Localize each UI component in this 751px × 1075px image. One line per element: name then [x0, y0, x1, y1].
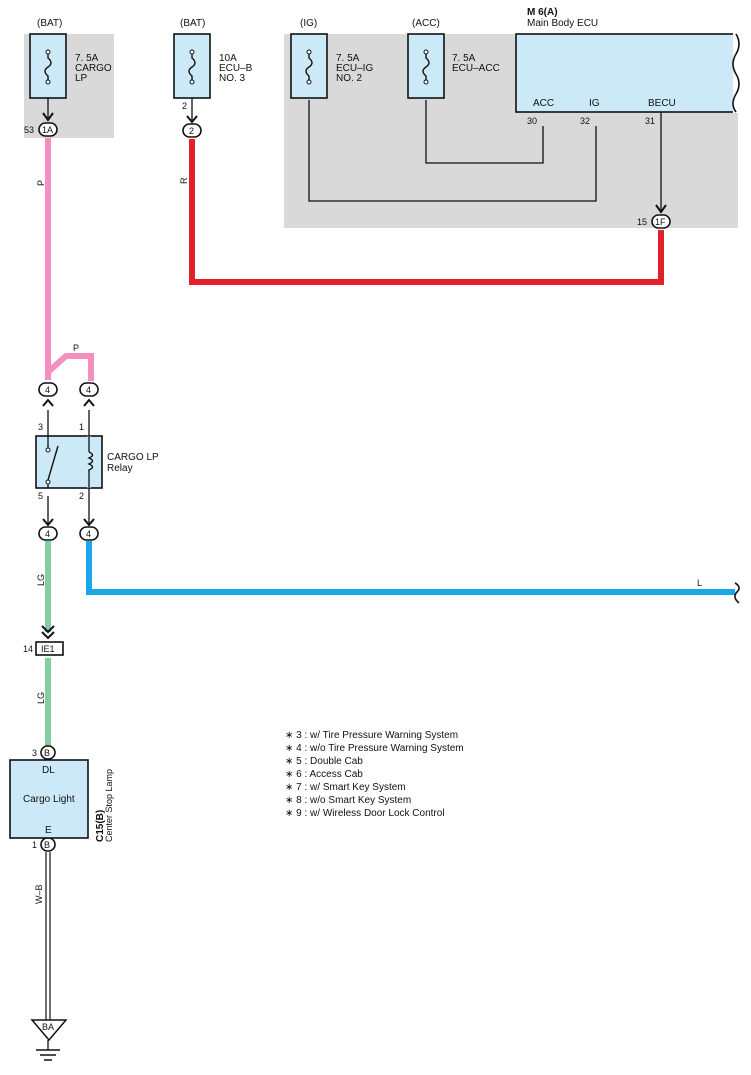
connector-1a: [38, 112, 58, 137]
wire-blue: [86, 541, 735, 595]
fuse-ecu-acc-source: (ACC): [412, 18, 440, 29]
connector-lamp-top-pin: 3: [32, 748, 37, 758]
relay-pin-5: 5: [38, 491, 43, 501]
cargo-light-description: Center Stop Lamp: [104, 769, 114, 842]
fuse-cargo-lp-label-3: LP: [75, 73, 88, 84]
fuse-cargo-lp-label-2: CARGO: [75, 63, 112, 74]
connector-relay-in-right-code: 4: [86, 385, 91, 395]
main-body-ecu-edge-mask: [733, 33, 743, 113]
connector-ie1: [35, 625, 64, 656]
main-body-ecu-box: [515, 33, 739, 113]
fuse-ecu-ig-label-3: NO. 2: [336, 73, 363, 84]
cargo-lp-relay: [35, 435, 103, 489]
wire-label-p-top: P: [36, 180, 46, 186]
cargo-light-terminal-dl: DL: [42, 765, 55, 776]
ecu-terminal-becu: BECU: [648, 98, 676, 109]
ground-code: BA: [42, 1022, 54, 1032]
wire-label-p-jumper: P: [73, 343, 79, 353]
wire-label-wb: W–B: [34, 884, 44, 904]
connector-relay-out-left-code: 4: [45, 529, 50, 539]
main-body-ecu-break: [732, 33, 740, 113]
connector-2-code: 2: [189, 126, 194, 136]
relay-pin-1: 1: [79, 422, 84, 432]
ground-symbol: [30, 1019, 68, 1061]
wire-ground: [45, 852, 51, 1020]
main-body-ecu-name: Main Body ECU: [527, 18, 598, 29]
cargo-light-box: [9, 759, 89, 839]
fuse-ecu-ig-label-2: ECU–IG: [336, 63, 373, 74]
fuse-ecu-b-source: (BAT): [180, 18, 205, 29]
connector-relay-out-right: [79, 518, 99, 541]
ecu-pin-32: 32: [580, 116, 590, 126]
connector-2-fuse-pin: 2: [182, 101, 187, 111]
ecu-pin-31: 31: [645, 116, 655, 126]
legend-item: ∗ 4 : w/o Tire Pressure Warning System: [285, 743, 464, 754]
fuse-ecu-acc-label-1: 7. 5A: [452, 53, 476, 64]
fuse-cargo-lp: [29, 33, 67, 99]
connector-lamp-bottom-pin: 1: [32, 840, 37, 850]
connector-relay-in-right: [79, 382, 99, 407]
fuse-ecu-b: [173, 33, 211, 99]
connector-ie1-code: IE1: [41, 644, 55, 654]
connector-lamp-top-code: B: [44, 748, 50, 758]
legend-item: ∗ 3 : w/ Tire Pressure Warning System: [285, 730, 458, 741]
fuse-ecu-b-label-3: NO. 3: [219, 73, 246, 84]
relay-pin-2: 2: [79, 491, 84, 501]
connector-relay-in-left-code: 4: [45, 385, 50, 395]
main-body-ecu-code: M 6(A): [527, 7, 558, 18]
cargo-light-code: C15(B): [95, 810, 106, 842]
connector-2: [182, 115, 202, 138]
legend-item: ∗ 8 : w/o Smart Key System: [285, 795, 411, 806]
legend-item: ∗ 6 : Access Cab: [285, 769, 363, 780]
connector-1f-code: 1F: [655, 217, 666, 227]
connector-lamp-top: [40, 745, 56, 760]
connector-relay-out-right-code: 4: [86, 529, 91, 539]
relay-pin-3: 3: [38, 422, 43, 432]
wire-break-symbol: [734, 582, 740, 604]
fuse-ecu-acc: [407, 33, 445, 99]
ecu-terminal-acc: ACC: [533, 98, 554, 109]
connector-relay-in-left: [38, 382, 58, 407]
wire-label-r: R: [179, 177, 189, 184]
relay-name-2: Relay: [107, 463, 133, 474]
ecu-pin-30: 30: [527, 116, 537, 126]
fuse-ecu-ig-source: (IG): [300, 18, 317, 29]
connector-1f-pin: 15: [637, 217, 647, 227]
wire-label-l: L: [697, 578, 702, 588]
connector-1f: [651, 204, 671, 229]
fuse-ecu-b-label-2: ECU–B: [219, 63, 253, 74]
legend-item: ∗ 7 : w/ Smart Key System: [285, 782, 406, 793]
fuse-cargo-lp-label-1: 7. 5A: [75, 53, 99, 64]
wire-pink: [45, 138, 94, 381]
fuse-ecu-b-label-1: 10A: [219, 53, 237, 64]
legend-item: ∗ 9 : w/ Wireless Door Lock Control: [285, 808, 445, 819]
relay-name-1: CARGO LP: [107, 452, 159, 463]
options-legend: ∗ 3 : w/ Tire Pressure Warning System ∗ …: [285, 730, 464, 819]
fuse-ecu-ig-label-1: 7. 5A: [336, 53, 360, 64]
connector-1a-pin: 53: [24, 125, 34, 135]
legend-item: ∗ 5 : Double Cab: [285, 756, 363, 767]
fuse-ecu-acc-label-2: ECU–ACC: [452, 63, 500, 74]
fuse-leads: [47, 98, 193, 120]
connector-lamp-bottom-code: B: [44, 840, 50, 850]
connector-relay-out-left: [38, 518, 58, 541]
cargo-light-terminal-e: E: [45, 825, 52, 836]
wire-label-lg-lower: LG: [36, 692, 46, 704]
ecu-terminal-ig: IG: [589, 98, 600, 109]
fuse-cargo-lp-source: (BAT): [37, 18, 62, 29]
wire-ecu-internal: [308, 100, 662, 210]
connector-1a-code: 1A: [42, 125, 53, 135]
wire-red: [189, 139, 664, 285]
wire-label-lg-upper: LG: [36, 574, 46, 586]
connector-ie1-pin: 14: [23, 644, 33, 654]
cargo-light-name: Cargo Light: [23, 794, 75, 805]
fuse-ecu-ig: [290, 33, 328, 99]
